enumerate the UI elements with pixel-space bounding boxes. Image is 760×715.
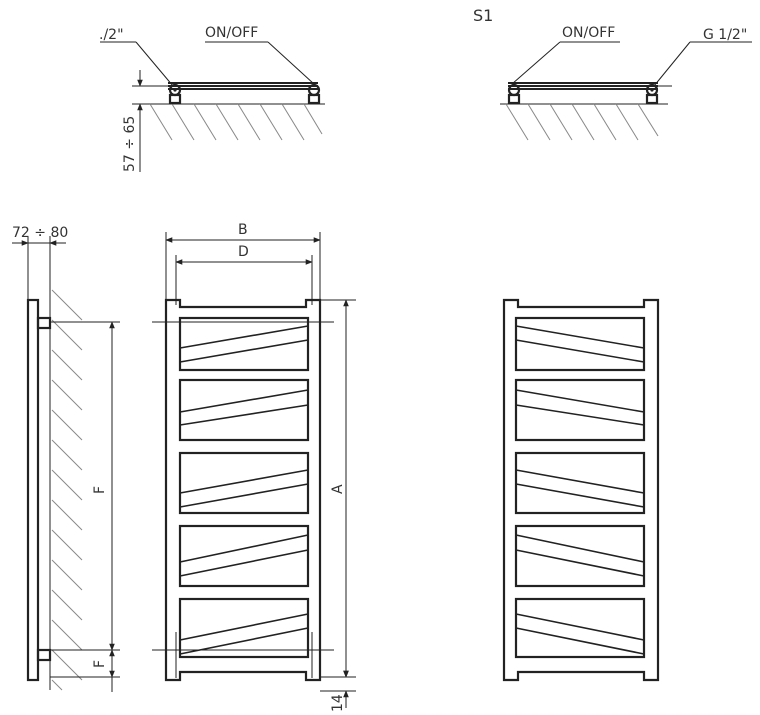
front-section-2 bbox=[178, 378, 310, 442]
side-bracket-top bbox=[36, 316, 52, 330]
s1-section-3 bbox=[514, 451, 646, 515]
side-wall-hatch bbox=[51, 289, 83, 691]
s1-radiator-frame bbox=[502, 298, 660, 682]
front-view-s1 bbox=[502, 298, 660, 682]
wall-hatch-s1 bbox=[505, 103, 659, 141]
a-dimension-label: A bbox=[330, 484, 346, 494]
s1-section-5 bbox=[514, 597, 646, 659]
s1-diagonal-bars bbox=[515, 325, 645, 655]
side-bracket-bottom bbox=[36, 648, 52, 662]
s1-section-4 bbox=[514, 524, 646, 588]
thread-right-leader bbox=[653, 41, 691, 87]
f-small-dimension-label: F bbox=[92, 660, 108, 668]
s1-section-1 bbox=[514, 316, 646, 372]
variant-label: S1 bbox=[473, 6, 493, 25]
bottom-dimension-label: 14 bbox=[330, 694, 346, 712]
d-dimension-label: D bbox=[238, 244, 249, 260]
b-dimension-label: B bbox=[238, 222, 248, 238]
valve-right-leader bbox=[511, 41, 561, 85]
top-right-plan-view-s1: S1 ON/OFF G 1/2" bbox=[473, 6, 752, 141]
thread-right-label: G 1/2" bbox=[703, 27, 747, 43]
front-section-4 bbox=[178, 524, 310, 588]
top-left-plan-view: ./2" ON/OFF 57 ÷ 65 bbox=[99, 25, 325, 172]
thread-left-label: ./2" bbox=[99, 27, 124, 43]
wall-distance-label: 72 ÷ 80 bbox=[12, 225, 68, 241]
front-section-5 bbox=[178, 597, 310, 659]
valve-right-label: ON/OFF bbox=[562, 25, 615, 41]
f-dimension-label: F bbox=[92, 486, 108, 494]
front-radiator-frame bbox=[164, 298, 322, 682]
front-section-1 bbox=[178, 316, 310, 372]
valve-left-label: ON/OFF bbox=[205, 25, 258, 41]
s1-section-2 bbox=[514, 378, 646, 442]
side-view: 72 ÷ 80 F F bbox=[12, 225, 120, 692]
valve-left-leader bbox=[267, 41, 315, 85]
wall-hatch bbox=[149, 103, 323, 141]
front-view: B D A bbox=[152, 222, 356, 712]
front-section-3 bbox=[178, 451, 310, 515]
front-diagonal-bars bbox=[179, 325, 309, 655]
side-radiator-profile bbox=[26, 298, 40, 682]
depth-dimension-label: 57 ÷ 65 bbox=[122, 116, 138, 172]
thread-left-leader bbox=[135, 41, 174, 87]
